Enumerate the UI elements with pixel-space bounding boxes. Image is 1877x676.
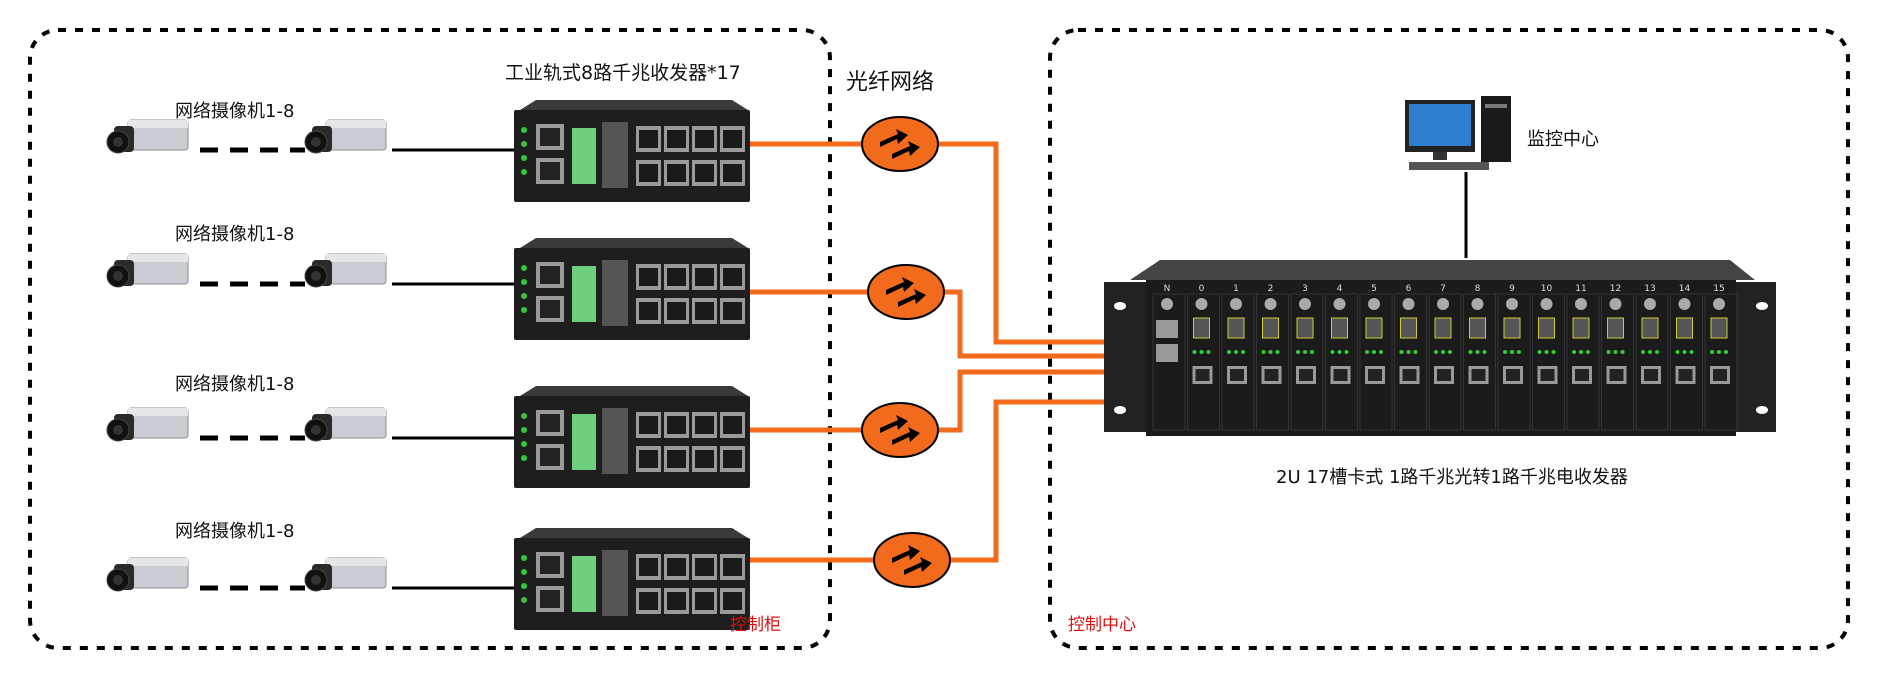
rack-slot: 9 [1497, 284, 1531, 431]
slot-number: 11 [1575, 284, 1586, 294]
slot-number: 4 [1337, 284, 1343, 294]
ip-camera-icon [106, 407, 189, 442]
rack-slot: 1 [1221, 284, 1255, 431]
monitor-pc-icon [1405, 96, 1511, 170]
industrial-switch-icon [514, 528, 750, 630]
rack-slot: 4 [1325, 284, 1358, 431]
rack-slot: 7 [1428, 284, 1462, 431]
slot-number: 5 [1371, 284, 1377, 294]
rack-slot: 12 [1601, 284, 1634, 431]
slot-number: 8 [1475, 284, 1481, 294]
ip-camera-icon [304, 119, 387, 154]
rack-slot: 6 [1394, 284, 1427, 431]
slot-number: 6 [1406, 284, 1412, 294]
slot-number: 1 [1233, 284, 1239, 294]
rack-slot: 11 [1566, 284, 1600, 431]
rack-slot: 14 [1670, 284, 1703, 431]
control-center-label: 控制中心 [1068, 615, 1136, 635]
rack-slot: N [1152, 284, 1186, 431]
slot-number: 0 [1199, 284, 1205, 294]
rack-slot: 3 [1290, 284, 1324, 431]
rack-slot: 10 [1532, 284, 1565, 431]
switch-title: 工业轨式8路千兆收发器*17 [505, 62, 741, 84]
rack-slot: 2 [1256, 284, 1289, 431]
industrial-switch-icon [514, 386, 750, 488]
ip-camera-icon [106, 557, 189, 592]
slot-number: 10 [1541, 284, 1553, 294]
camera-label-1: 网络摄像机1-8 [175, 101, 295, 122]
fiber-network-icon [867, 264, 945, 320]
camera-label-3: 网络摄像机1-8 [175, 374, 295, 395]
industrial-switch-icon [514, 100, 750, 202]
ip-camera-icon [304, 557, 387, 592]
slot-number: 3 [1302, 284, 1308, 294]
slot-number: 9 [1509, 284, 1515, 294]
ip-camera-icon [106, 253, 189, 288]
slot-number: 2 [1268, 284, 1274, 294]
fiber-network-icon [873, 532, 951, 588]
rack-slot: 0 [1187, 284, 1220, 431]
rack-slot: 5 [1359, 284, 1393, 431]
fiber-network-icon [861, 402, 939, 458]
fiber-network-icon [861, 116, 939, 172]
rack-slot: 8 [1463, 284, 1496, 431]
rack-label: 2U 17槽卡式 1路千兆光转1路千兆电收发器 [1276, 467, 1628, 488]
camera-label-2: 网络摄像机1-8 [175, 224, 295, 245]
slot-number: 7 [1440, 284, 1446, 294]
fiber-network-label: 光纤网络 [846, 70, 935, 95]
ip-camera-icon [106, 119, 189, 154]
ip-camera-icon [304, 253, 387, 288]
slot-number: 12 [1610, 284, 1621, 294]
rack-slot: 15 [1704, 284, 1738, 431]
slot-number: 14 [1679, 284, 1691, 294]
slot-number: 13 [1644, 284, 1655, 294]
fiber-link [750, 289, 1110, 359]
camera-label-4: 网络摄像机1-8 [175, 521, 295, 542]
fiber-link [750, 369, 1110, 433]
slot-number: N [1164, 284, 1171, 294]
rack-slot: 13 [1635, 284, 1669, 431]
industrial-switch-icon [514, 238, 750, 340]
ip-camera-icon [304, 407, 387, 442]
control-cabinet-label: 控制柜 [730, 615, 781, 635]
slot-number: 15 [1713, 284, 1724, 294]
monitor-label: 监控中心 [1527, 129, 1599, 150]
